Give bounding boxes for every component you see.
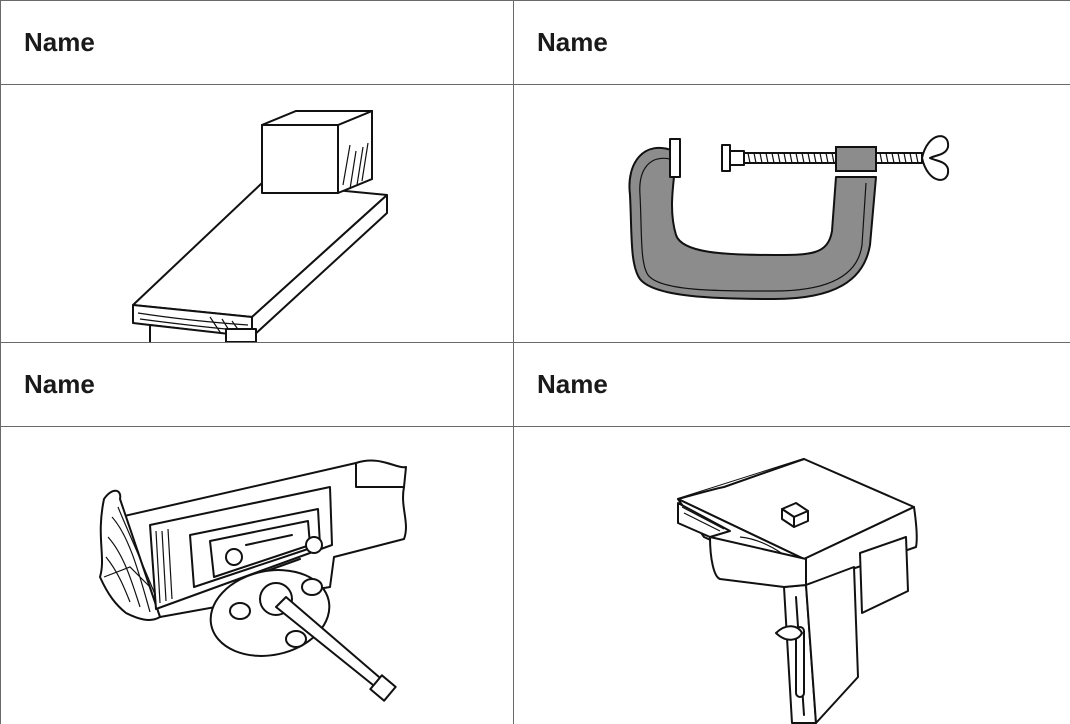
name-label: Name bbox=[24, 368, 95, 399]
name-label: Name bbox=[537, 26, 608, 57]
name-label: Name bbox=[537, 368, 608, 399]
picture-cell-2 bbox=[514, 85, 1070, 342]
name-cell-1: Name bbox=[0, 0, 513, 84]
name-label: Name bbox=[24, 26, 95, 57]
picture-cell-4 bbox=[514, 427, 1070, 724]
table-divider-mid bbox=[0, 342, 1070, 343]
table-border-left bbox=[0, 0, 1, 724]
table-divider-row1 bbox=[0, 84, 1070, 85]
name-cell-2: Name bbox=[513, 0, 1070, 84]
picture-cell-3 bbox=[0, 427, 513, 724]
table-divider-vertical bbox=[513, 0, 514, 724]
bench-stop-icon bbox=[677, 458, 918, 724]
table-border-top bbox=[0, 0, 1070, 1]
bench-hook-icon bbox=[132, 110, 388, 342]
name-cell-4: Name bbox=[513, 342, 1070, 426]
g-clamp-icon bbox=[628, 135, 950, 300]
picture-cell-1 bbox=[0, 85, 513, 342]
name-cell-3: Name bbox=[0, 342, 513, 426]
bench-vice-icon bbox=[99, 459, 407, 702]
table-divider-row2 bbox=[0, 426, 1070, 427]
